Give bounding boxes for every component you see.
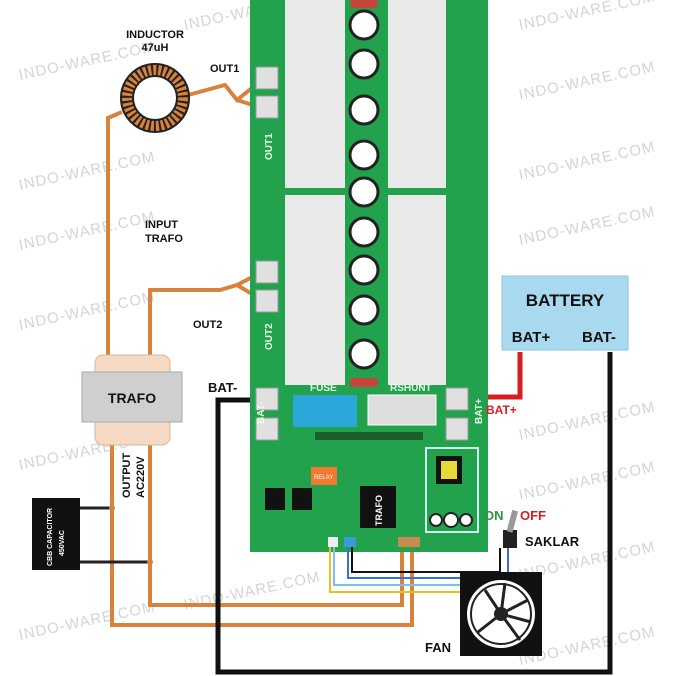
fan-connector [344, 537, 356, 547]
watermark: INDO-WARE.COM [17, 288, 157, 334]
wire-inductor-to-trafo [106, 110, 123, 365]
input-trafo-label-2: TRAFO [145, 233, 183, 245]
shunt-resistor [367, 394, 437, 426]
pcb-trafo-label: TRAFO [374, 495, 384, 526]
wire-output-ac-b [148, 445, 404, 607]
heatsink [388, 0, 446, 188]
inductor-label: INDUCTOR [126, 29, 184, 41]
watermark: INDO-WARE.COM [17, 148, 157, 194]
fuse [293, 395, 357, 427]
watermark: INDO-WARE.COM [517, 398, 657, 444]
signal-wires [329, 547, 509, 593]
watermark: INDO-WARE.COM [517, 203, 657, 249]
resistor [350, 0, 378, 8]
pcb-bat-minus-label: BAT- [256, 401, 267, 424]
bat-plus-label: BAT+ [486, 403, 517, 417]
trafo [81, 354, 183, 446]
relay-label: RELAY [314, 475, 333, 481]
wire-inductor-to-out1 [187, 78, 264, 103]
capacitors [348, 9, 380, 370]
power-module [425, 447, 479, 533]
output-voltage-label: AC220V [135, 456, 147, 498]
watermark: INDO-WARE.COM [517, 458, 657, 504]
bat-minus-label: BAT- [208, 380, 237, 395]
heatsink [285, 0, 345, 188]
watermark: INDO-WARE.COM [17, 208, 157, 254]
output-label: OUTPUT [121, 453, 133, 499]
heatsink [285, 195, 345, 385]
battery-minus-terminal: BAT- [582, 329, 616, 346]
inductor [120, 63, 190, 133]
ic-chip [265, 488, 285, 510]
pcb-rshunt-label: RSHUNT [390, 383, 432, 394]
pcb-fuse-label: FUSE [310, 383, 337, 394]
watermark: INDO-WARE.COM [517, 0, 657, 34]
watermark: INDO-WARE.COM [517, 58, 657, 104]
module-capacitors [429, 512, 473, 528]
capacitor-label: CBB CAPACITOR [47, 508, 54, 566]
output-terminals [255, 66, 469, 441]
pcb-bat-plus-label: BAT+ [474, 398, 485, 424]
cbb-capacitor: CBB CAPACITOR 450VAC [32, 498, 153, 570]
capacitor-rating: 450VAC [59, 530, 66, 556]
ic-chip [292, 488, 312, 510]
connector-strip [315, 432, 423, 440]
wire-bat-negative [215, 352, 613, 675]
toggle-switch[interactable] [503, 509, 519, 548]
switch-off-label: OFF [520, 508, 546, 523]
module-transformer-core [441, 461, 457, 479]
ac-connector [398, 537, 420, 547]
battery-plus-terminal: BAT+ [512, 329, 551, 346]
wire-trafo-to-out2 [148, 270, 263, 365]
wire-bat-positive [486, 352, 523, 400]
resistor [350, 378, 378, 387]
switch-label: SAKLAR [525, 534, 580, 549]
fan [460, 572, 542, 656]
input-trafo-label: INPUT [145, 219, 178, 231]
watermark: INDO-WARE.COM [517, 138, 657, 184]
battery-label: BATTERY [526, 291, 605, 310]
heatsink [388, 195, 446, 385]
inverter-pcb: OUT1 OUT2 BAT- BAT+ FUSE RSHUNT RELAY TR… [250, 0, 488, 552]
switch-connector [328, 537, 338, 547]
out2-label: OUT2 [193, 319, 222, 331]
battery: BATTERY BAT+ BAT- [501, 275, 629, 351]
watermark: INDO-WARE.COM [17, 598, 157, 644]
relay [311, 467, 337, 485]
pcb-trafo [360, 486, 396, 528]
pcb-out1-label: OUT1 [264, 133, 275, 160]
trafo-label: TRAFO [108, 390, 156, 406]
pcb-out2-label: OUT2 [264, 323, 275, 350]
out1-label: OUT1 [210, 63, 239, 75]
inductor-value: 47uH [142, 42, 169, 54]
switch-on-label: ON [484, 508, 504, 523]
fan-label: FAN [425, 640, 451, 655]
watermark: INDO-WARE.COM [182, 568, 322, 614]
